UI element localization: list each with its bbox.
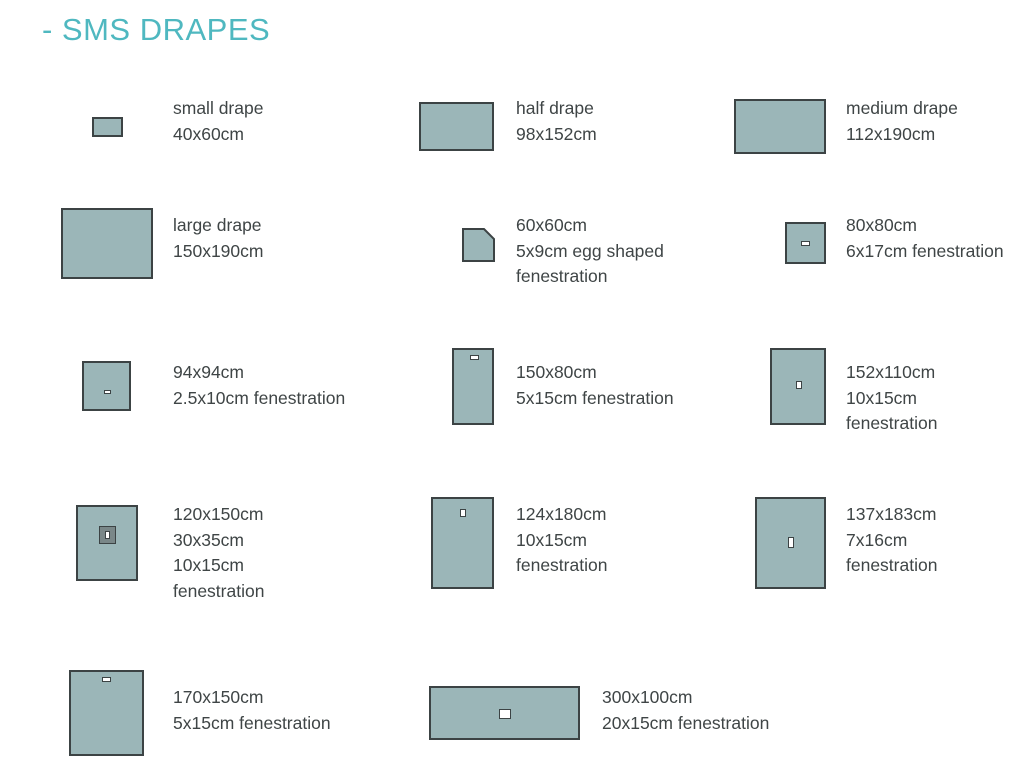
egg-fenestration-drape-icon [462, 228, 495, 262]
fenestration-icon [102, 677, 111, 682]
drape-80x80-icon [785, 222, 826, 264]
fenestration-icon [470, 355, 479, 360]
drape-150x80-icon [452, 348, 494, 425]
fenestration-icon [499, 709, 511, 719]
fenestration-icon [460, 509, 466, 517]
drape-170x150-icon [69, 670, 144, 756]
drape-94x94-icon [82, 361, 131, 411]
fenestration-icon [788, 537, 794, 548]
drape-300x100-icon [429, 686, 580, 740]
fenestration-icon [104, 390, 111, 394]
page-title: - SMS DRAPES [42, 12, 271, 47]
fenestration-icon [801, 241, 810, 246]
drape-120x150-icon [76, 505, 138, 581]
fenestration-icon [796, 381, 802, 389]
drape-152x110-icon [770, 348, 826, 425]
half-drape-icon [419, 102, 494, 151]
medium-drape-icon [734, 99, 826, 154]
small-drape-icon [92, 117, 123, 137]
large-drape-icon [61, 208, 153, 279]
drape-124x180-icon [431, 497, 494, 589]
fenestration-icon [105, 531, 110, 539]
outer-fenestration-icon [99, 526, 116, 544]
drape-137x183-icon [755, 497, 826, 589]
